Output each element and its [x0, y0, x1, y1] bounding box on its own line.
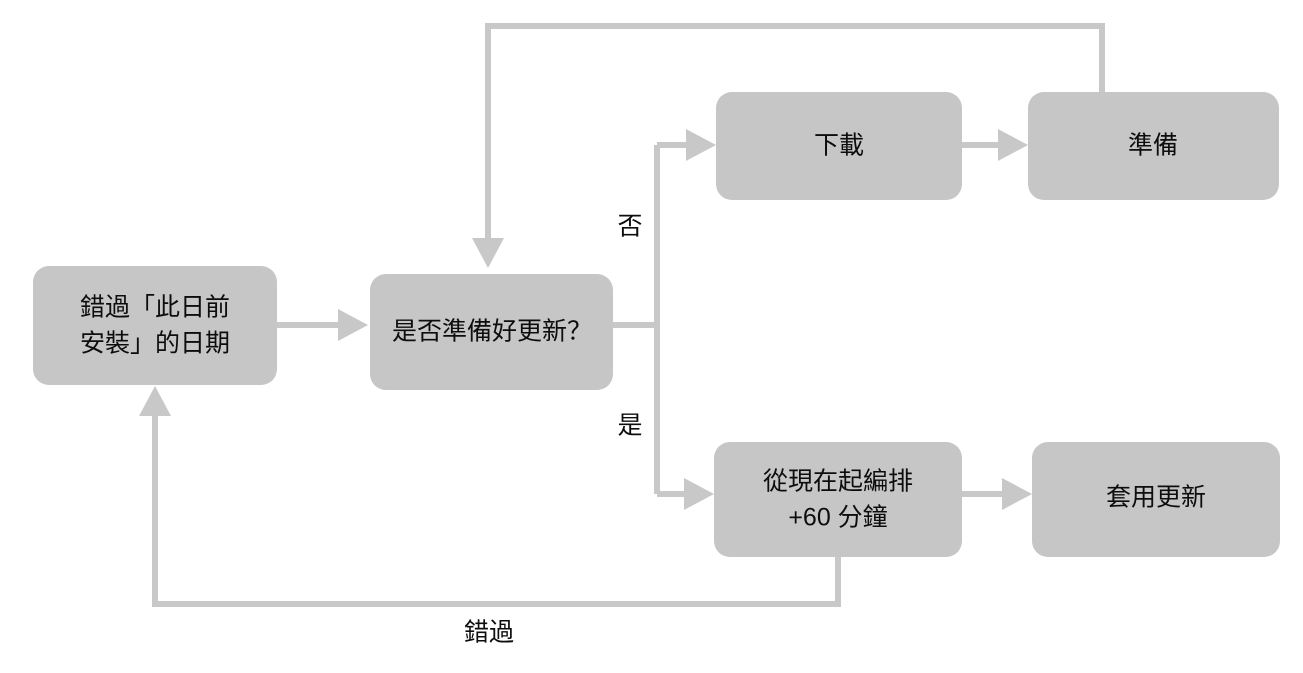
- edge-label-no-branch: 否: [617, 213, 642, 241]
- node-download-box[interactable]: [716, 92, 962, 200]
- node-download-label: 下載: [814, 132, 864, 160]
- arrowhead-right-apply: [1002, 478, 1032, 510]
- edge-deadline-to-decision: [277, 309, 368, 341]
- node-schedule-plus-60-label-line2: +60 分鐘: [788, 504, 887, 532]
- edge-schedule-to-apply: [962, 478, 1032, 510]
- node-download[interactable]: 下載: [716, 92, 962, 200]
- arrowhead-right-prepare: [998, 129, 1028, 161]
- arrowhead-down-decision: [472, 238, 504, 268]
- edge-label-missed-loop: 錯過: [464, 619, 514, 647]
- node-schedule-plus-60-box[interactable]: [714, 442, 962, 557]
- edge-no-to-download: [657, 129, 716, 161]
- node-ready-to-update-label: 是否準備好更新？: [392, 318, 592, 346]
- node-schedule-plus-60-label-line1: 從現在起編排: [763, 468, 913, 496]
- node-ready-to-update[interactable]: 是否準備好更新？: [370, 274, 613, 390]
- edge-missed-loop: [139, 386, 841, 607]
- edge-prepare-to-decision: [472, 23, 1105, 268]
- node-deadline-missed-label-line2: 安裝」的日期: [80, 330, 230, 358]
- node-prepare-box[interactable]: [1028, 92, 1279, 200]
- node-apply-update-box[interactable]: [1032, 442, 1280, 557]
- arrowhead-up-deadline: [139, 386, 171, 416]
- node-prepare-label: 準備: [1128, 132, 1178, 160]
- node-prepare[interactable]: 準備: [1028, 92, 1279, 200]
- edge-prepare-to-decision-path: [485, 23, 1105, 238]
- edge-yes-to-schedule: [657, 478, 714, 510]
- edge-missed-loop-path: [152, 416, 841, 607]
- node-apply-update[interactable]: 套用更新: [1032, 442, 1280, 557]
- edge-decision-split: [613, 145, 660, 494]
- edge-download-to-prepare: [962, 129, 1028, 161]
- arrowhead-right-download: [686, 129, 716, 161]
- arrowhead-right-decision: [338, 309, 368, 341]
- node-deadline-missed-label-line1: 錯過「此日前: [80, 294, 230, 322]
- node-apply-update-label: 套用更新: [1106, 484, 1206, 512]
- node-ready-to-update-box[interactable]: [370, 274, 613, 390]
- arrowhead-right-schedule: [684, 478, 714, 510]
- node-schedule-plus-60[interactable]: 從現在起編排 +60 分鐘: [714, 442, 962, 557]
- edge-label-yes-branch: 是: [617, 412, 642, 440]
- node-deadline-missed-box[interactable]: [33, 266, 277, 385]
- node-deadline-missed[interactable]: 錯過「此日前 安裝」的日期: [33, 266, 277, 385]
